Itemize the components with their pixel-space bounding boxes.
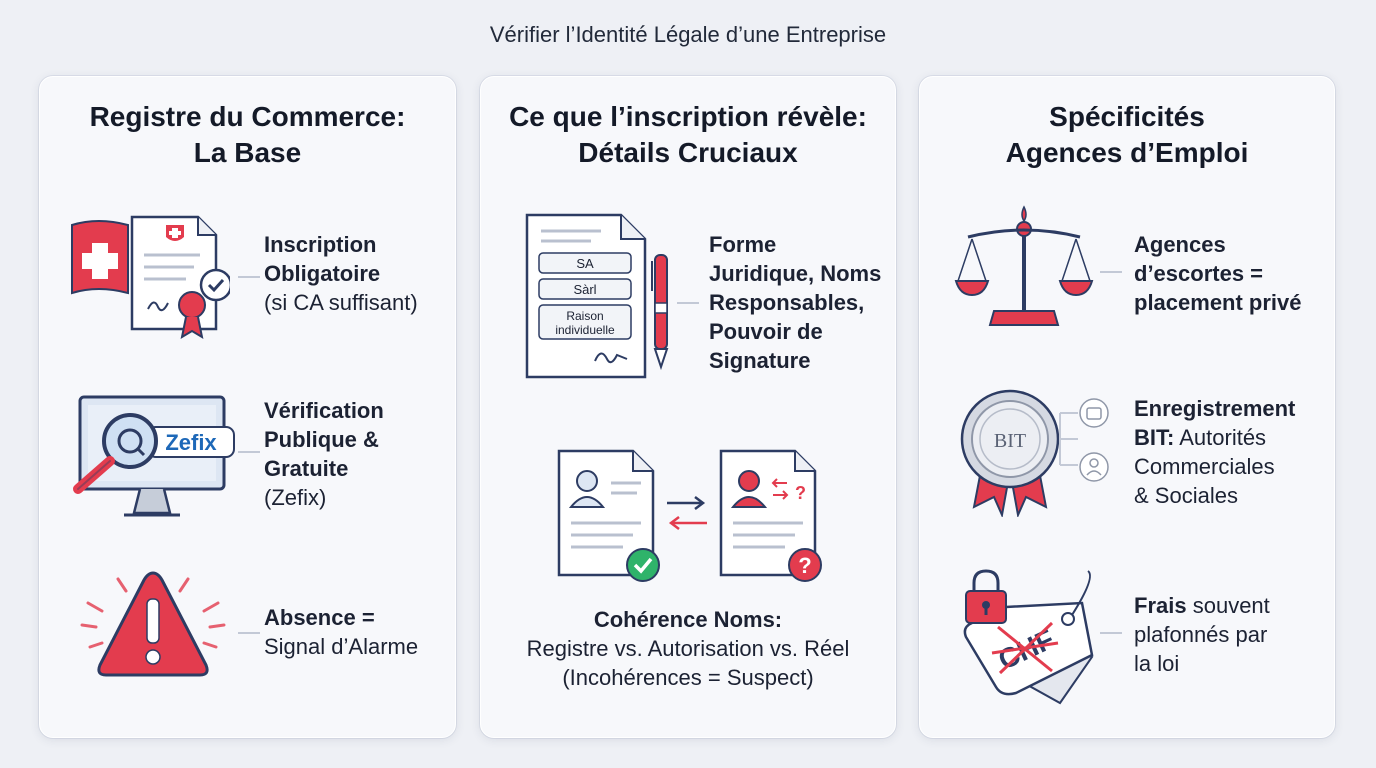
item-normal-line: (Zefix) <box>264 485 327 510</box>
item-inscription: Inscription Obligatoire (si CA suffisant… <box>264 230 418 317</box>
item-bold-line: Signature <box>709 348 811 373</box>
card-title: Ce que l’inscription révèle: Détails Cru… <box>481 99 895 171</box>
item-verification: Vérification Publique & Gratuite (Zefix) <box>264 396 384 512</box>
doc-field-individuelle: individuelle <box>555 323 615 337</box>
item-enregistrement-bit: Enregistrement BIT: Autorités Commercial… <box>1134 394 1295 510</box>
card-title: Registre du Commerce: La Base <box>40 99 455 171</box>
item-agences-escortes: Agences d’escortes = placement privé <box>1134 230 1302 317</box>
item-absence: Absence = Signal d’Alarme <box>264 603 418 661</box>
item-frais: Frais souvent plafonnés par la loi <box>1134 591 1270 678</box>
connector <box>238 632 260 634</box>
page-title: Vérifier l’Identité Légale d’une Entrepr… <box>489 22 887 47</box>
doc-field-sa: SA <box>576 256 594 271</box>
connector <box>1100 632 1122 634</box>
connector <box>677 302 699 304</box>
card-title-line2: Agences d’Emploi <box>1005 137 1249 168</box>
doc-field-raison: Raison <box>566 309 603 323</box>
svg-text:?: ? <box>798 553 811 578</box>
warning-triangle-icon <box>78 563 228 698</box>
monitor-magnifier-icon: Zefix <box>64 393 244 526</box>
card-title-line2: La Base <box>193 137 302 168</box>
caption-bold: Cohérence Noms: <box>593 607 783 632</box>
connector <box>1100 271 1122 273</box>
item-normal-line: la loi <box>1134 651 1180 676</box>
connector <box>238 451 260 453</box>
item-normal-line: Autorités <box>1179 425 1267 450</box>
balance-scale-icon <box>954 205 1094 340</box>
item-bold-line: Vérification <box>264 398 384 423</box>
item-normal-line: (si CA suffisant) <box>264 290 418 315</box>
coherence-caption: Cohérence Noms: Registre vs. Autorisatio… <box>481 605 895 692</box>
item-bold-line: Forme <box>709 232 777 257</box>
document-compare-icon: ? ? <box>553 447 833 592</box>
item-bold-line: Agences <box>1134 232 1226 257</box>
item-bold-line: Enregistrement <box>1134 396 1296 421</box>
item-bold-line: BIT: <box>1134 425 1175 450</box>
legal-form-document-icon: SA Sàrl Raison individuelle <box>521 211 681 386</box>
bit-seal-icon: BIT <box>960 387 1110 522</box>
item-bold-line: Juridique, Noms <box>709 261 882 286</box>
zefix-badge-text: Zefix <box>165 430 217 455</box>
doc-field-sarl: Sàrl <box>573 282 596 297</box>
item-bold-line: Obligatoire <box>264 261 381 286</box>
card-title: Spécificités Agences d’Emploi <box>920 99 1334 171</box>
item-bold-line: Inscription <box>264 232 377 257</box>
card-agences: Spécificités Agences d’Emploi Agences d’… <box>919 76 1335 738</box>
card-title-line2: Détails Cruciaux <box>578 137 798 168</box>
card-title-line1: Spécificités <box>1049 101 1205 132</box>
item-normal-line: & Sociales <box>1134 483 1238 508</box>
item-normal-line: Commerciales <box>1134 454 1275 479</box>
item-bold-line: Responsables, <box>709 290 865 315</box>
caption-line: (Incohérences = Suspect) <box>562 665 814 690</box>
item-bold-line: Gratuite <box>264 456 349 481</box>
item-normal-line: plafonnés par <box>1134 622 1268 647</box>
card-registre: Registre du Commerce: La Base Inscriptio… <box>39 76 456 738</box>
card-title-line1: Ce que l’inscription révèle: <box>509 101 867 132</box>
item-bold-line: Publique & <box>264 427 379 452</box>
swiss-flag-certificate-icon <box>68 213 233 348</box>
svg-text:?: ? <box>795 483 806 503</box>
connector <box>238 276 260 278</box>
card-title-line1: Registre du Commerce: <box>89 101 406 132</box>
bit-seal-text: BIT <box>994 430 1026 452</box>
item-bold-line: placement privé <box>1134 290 1302 315</box>
price-tag-lock-icon: CHF <box>956 567 1106 712</box>
item-forme-juridique: Forme Juridique, Noms Responsables, Pouv… <box>709 230 881 375</box>
item-normal-line: souvent <box>1192 593 1270 618</box>
item-normal-line: Signal d’Alarme <box>264 634 419 659</box>
item-bold-line: Pouvoir de <box>709 319 823 344</box>
item-bold-line: Frais <box>1134 593 1187 618</box>
caption-line: Registre vs. Autorisation vs. Réel <box>526 636 850 661</box>
item-bold-line: d’escortes = <box>1134 261 1264 286</box>
card-inscription: Ce que l’inscription révèle: Détails Cru… <box>480 76 896 738</box>
item-bold-line: Absence = <box>264 605 375 630</box>
